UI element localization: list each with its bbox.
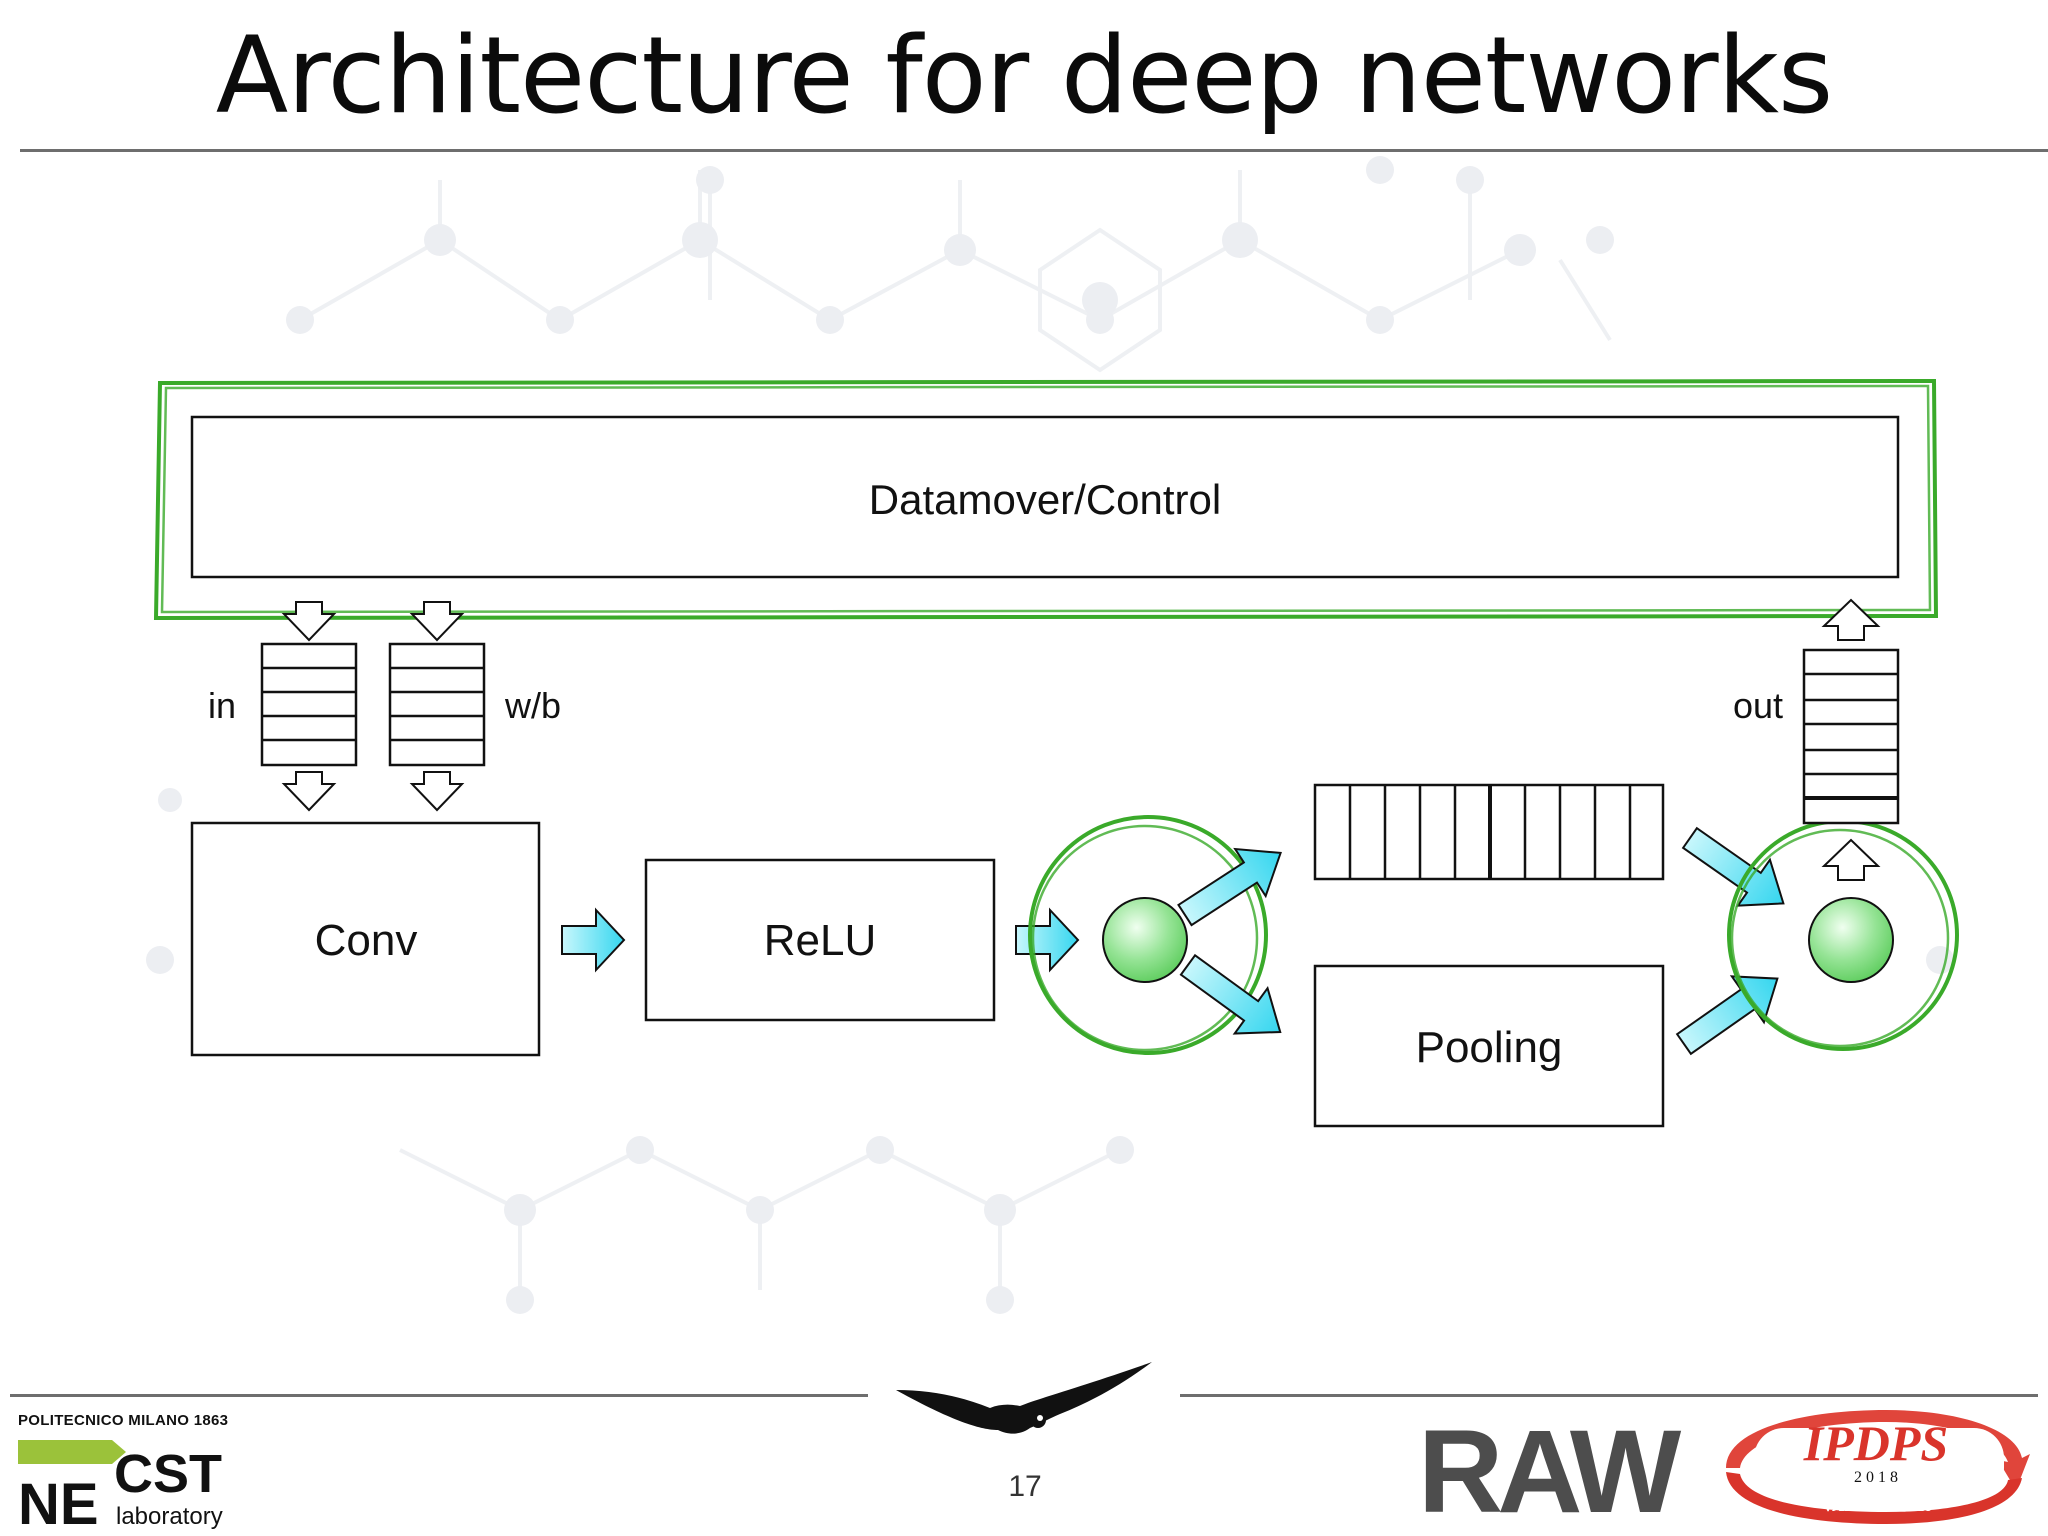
splitter-highlight bbox=[1028, 815, 1268, 1055]
footer-rule-right bbox=[1180, 1394, 2038, 1397]
merger-node bbox=[1808, 897, 1894, 983]
datamover-control-box bbox=[190, 415, 1900, 579]
relu-label: ReLU bbox=[764, 916, 877, 965]
splitter-to-pooling-arrow bbox=[1179, 953, 1282, 1035]
splitter-to-fifo-arrow bbox=[1177, 847, 1282, 927]
condor-logo bbox=[896, 1362, 1152, 1434]
relu-to-splitter-arrow bbox=[1015, 907, 1080, 973]
architecture-diagram: Datamover/Control in w/b Conv ReLU bbox=[153, 378, 1959, 1128]
pooling-block bbox=[1313, 964, 1665, 1128]
necst-cst-text: CST bbox=[114, 1444, 222, 1504]
raw-logo-text: RAW bbox=[1418, 1412, 1682, 1522]
bypass-fifo-buffer bbox=[1313, 783, 1665, 881]
ipdps-year-text: 2 0 1 8 bbox=[1854, 1469, 1898, 1486]
raw-logo: RAW bbox=[1418, 1412, 1688, 1522]
pooling-label: Pooling bbox=[1416, 1023, 1563, 1072]
out-label: out bbox=[1733, 685, 1783, 726]
in-down-arrow-bottom bbox=[281, 771, 337, 812]
pooling-to-merger-arrow bbox=[1675, 975, 1779, 1056]
splitter-node bbox=[1102, 897, 1188, 983]
ipdps-city-text: VANCOUVER bbox=[1822, 1496, 1931, 1515]
footer-rule-left bbox=[10, 1394, 868, 1397]
in-label: in bbox=[208, 685, 236, 726]
wb-label: w/b bbox=[504, 685, 561, 726]
polimi-text: POLITECNICO MILANO 1863 bbox=[18, 1412, 229, 1429]
ipdps-logo-text: IPDPS bbox=[1803, 1415, 1948, 1471]
conv-block bbox=[190, 821, 541, 1057]
necst-ne-text: NE bbox=[18, 1472, 99, 1532]
datamover-control-label: Datamover/Control bbox=[869, 476, 1221, 523]
in-down-arrow-top bbox=[281, 601, 337, 642]
title-underline bbox=[20, 149, 2048, 152]
background-molecule-pattern bbox=[146, 156, 1954, 1314]
wb-fifo-queue bbox=[388, 642, 486, 767]
conv-to-relu-arrow bbox=[561, 907, 626, 973]
wb-down-arrow-top bbox=[409, 601, 465, 642]
ipdps-logo: IPDPS 2 0 1 8 VANCOUVER bbox=[1726, 1410, 2030, 1524]
fifo-to-merger-arrow bbox=[1681, 826, 1785, 907]
out-fifo-queue bbox=[1802, 648, 1900, 825]
merger-up-arrow bbox=[1821, 838, 1881, 881]
slide-title: Architecture for deep networks bbox=[215, 14, 1833, 137]
out-up-arrow bbox=[1821, 598, 1881, 641]
datamover-highlight bbox=[153, 378, 1939, 621]
conv-label: Conv bbox=[315, 916, 418, 965]
necst-laboratory-text: laboratory bbox=[116, 1503, 223, 1530]
necst-logo: NE CST laboratory bbox=[18, 1440, 223, 1532]
relu-block bbox=[644, 858, 996, 1022]
wb-down-arrow-bottom bbox=[409, 771, 465, 812]
in-fifo-queue bbox=[260, 642, 358, 767]
page-number: 17 bbox=[1008, 1470, 1042, 1503]
